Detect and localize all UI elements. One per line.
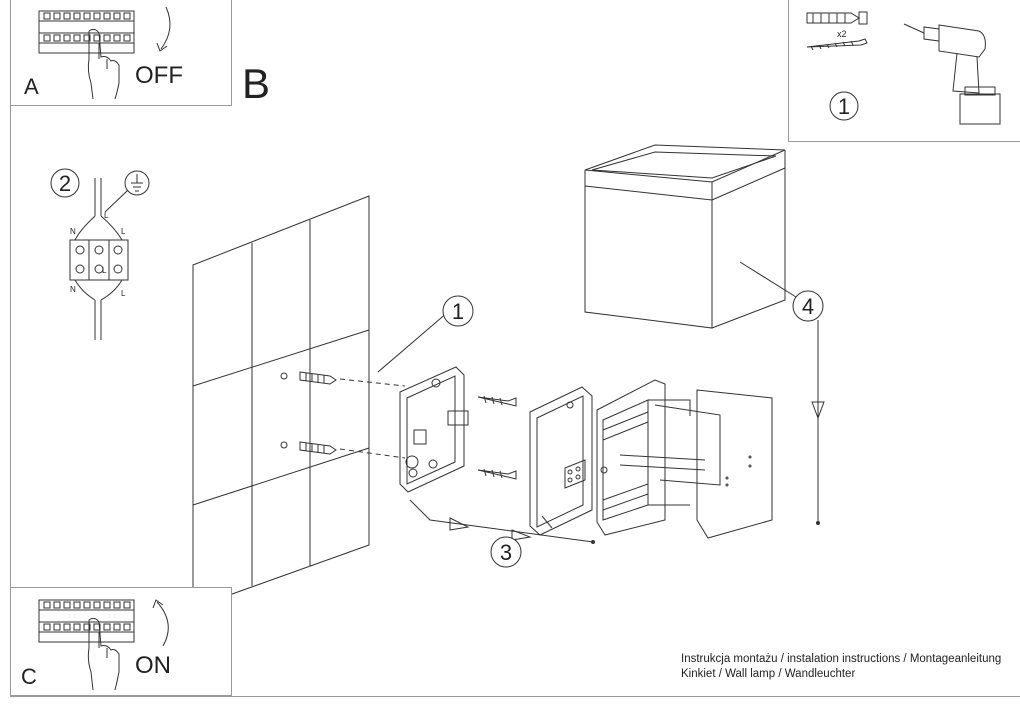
assembly-callout-number: 3 — [500, 540, 512, 565]
lamp-body-shape — [596, 379, 773, 539]
screw-shape — [806, 38, 868, 51]
instructions-caption: Instrukcja montażu / instalation instruc… — [681, 652, 1001, 682]
tools-panel: x2 1 — [788, 0, 1020, 142]
breaker-panel-shape — [38, 599, 135, 643]
caption-line-1: Instrukcja montażu / instalation instruc… — [681, 653, 1002, 665]
wiring-bottom-neutral-label: N — [70, 285, 76, 294]
drill-shape — [903, 23, 1001, 125]
cover-callout-number: 4 — [802, 294, 814, 319]
screw-bottom-shape — [477, 468, 517, 480]
rotate-arrow-shape — [160, 6, 171, 50]
wiring-step-number: 2 — [59, 171, 71, 196]
tools-illustration: x2 1 — [806, 11, 1001, 125]
step-c-letter: C — [21, 664, 37, 689]
wiring-center-live-label: L — [104, 211, 109, 220]
wall-panel-shape — [192, 195, 370, 609]
wall-plug-top-shape — [280, 371, 337, 385]
wiring-schematic — [69, 170, 150, 340]
wiring-top-live-label: L — [121, 227, 126, 236]
breaker-panel-shape — [38, 10, 135, 54]
frame-bottom-line — [10, 696, 1020, 697]
step-a-letter: A — [24, 74, 39, 99]
off-label: OFF — [135, 62, 183, 89]
caption-line-2: Kinkiet / Wall lamp / Wandleuchter — [681, 668, 856, 680]
mounting-bracket-shape — [399, 366, 469, 493]
wiring-top-neutral-label: N — [70, 227, 76, 236]
lamp-cover-shape — [584, 144, 786, 329]
wiring-step-circle — [50, 168, 80, 198]
junction-frame-shape — [529, 386, 593, 536]
assembly-callout-circle — [490, 536, 522, 568]
bracket-callout-number: 1 — [452, 299, 464, 324]
on-label: ON — [135, 652, 171, 679]
tools-step-number: 1 — [838, 94, 850, 119]
hand-shape — [87, 28, 120, 100]
quantity-label: x2 — [837, 29, 847, 39]
hand-shape — [87, 617, 120, 691]
wiring-bottom-live-label: L — [121, 289, 126, 298]
step-b-letter: B — [242, 60, 271, 107]
step-c-panel: C ON — [10, 587, 232, 696]
breaker-on-illustration: C ON — [21, 599, 171, 691]
ground-icon — [124, 170, 150, 196]
wall-plug-shape — [806, 11, 868, 25]
frame-left-line — [10, 0, 11, 697]
rotate-arrow-shape — [156, 601, 169, 647]
breaker-off-illustration: A OFF — [24, 6, 183, 100]
bracket-callout-circle — [442, 295, 474, 327]
wiring-mid-live-label: L — [102, 266, 107, 275]
wall-plug-bottom-shape — [280, 441, 337, 455]
screw-top-shape — [477, 395, 517, 407]
tools-step-circle — [829, 91, 859, 121]
step-a-panel: A OFF — [10, 0, 232, 106]
cover-callout-circle — [792, 290, 824, 322]
